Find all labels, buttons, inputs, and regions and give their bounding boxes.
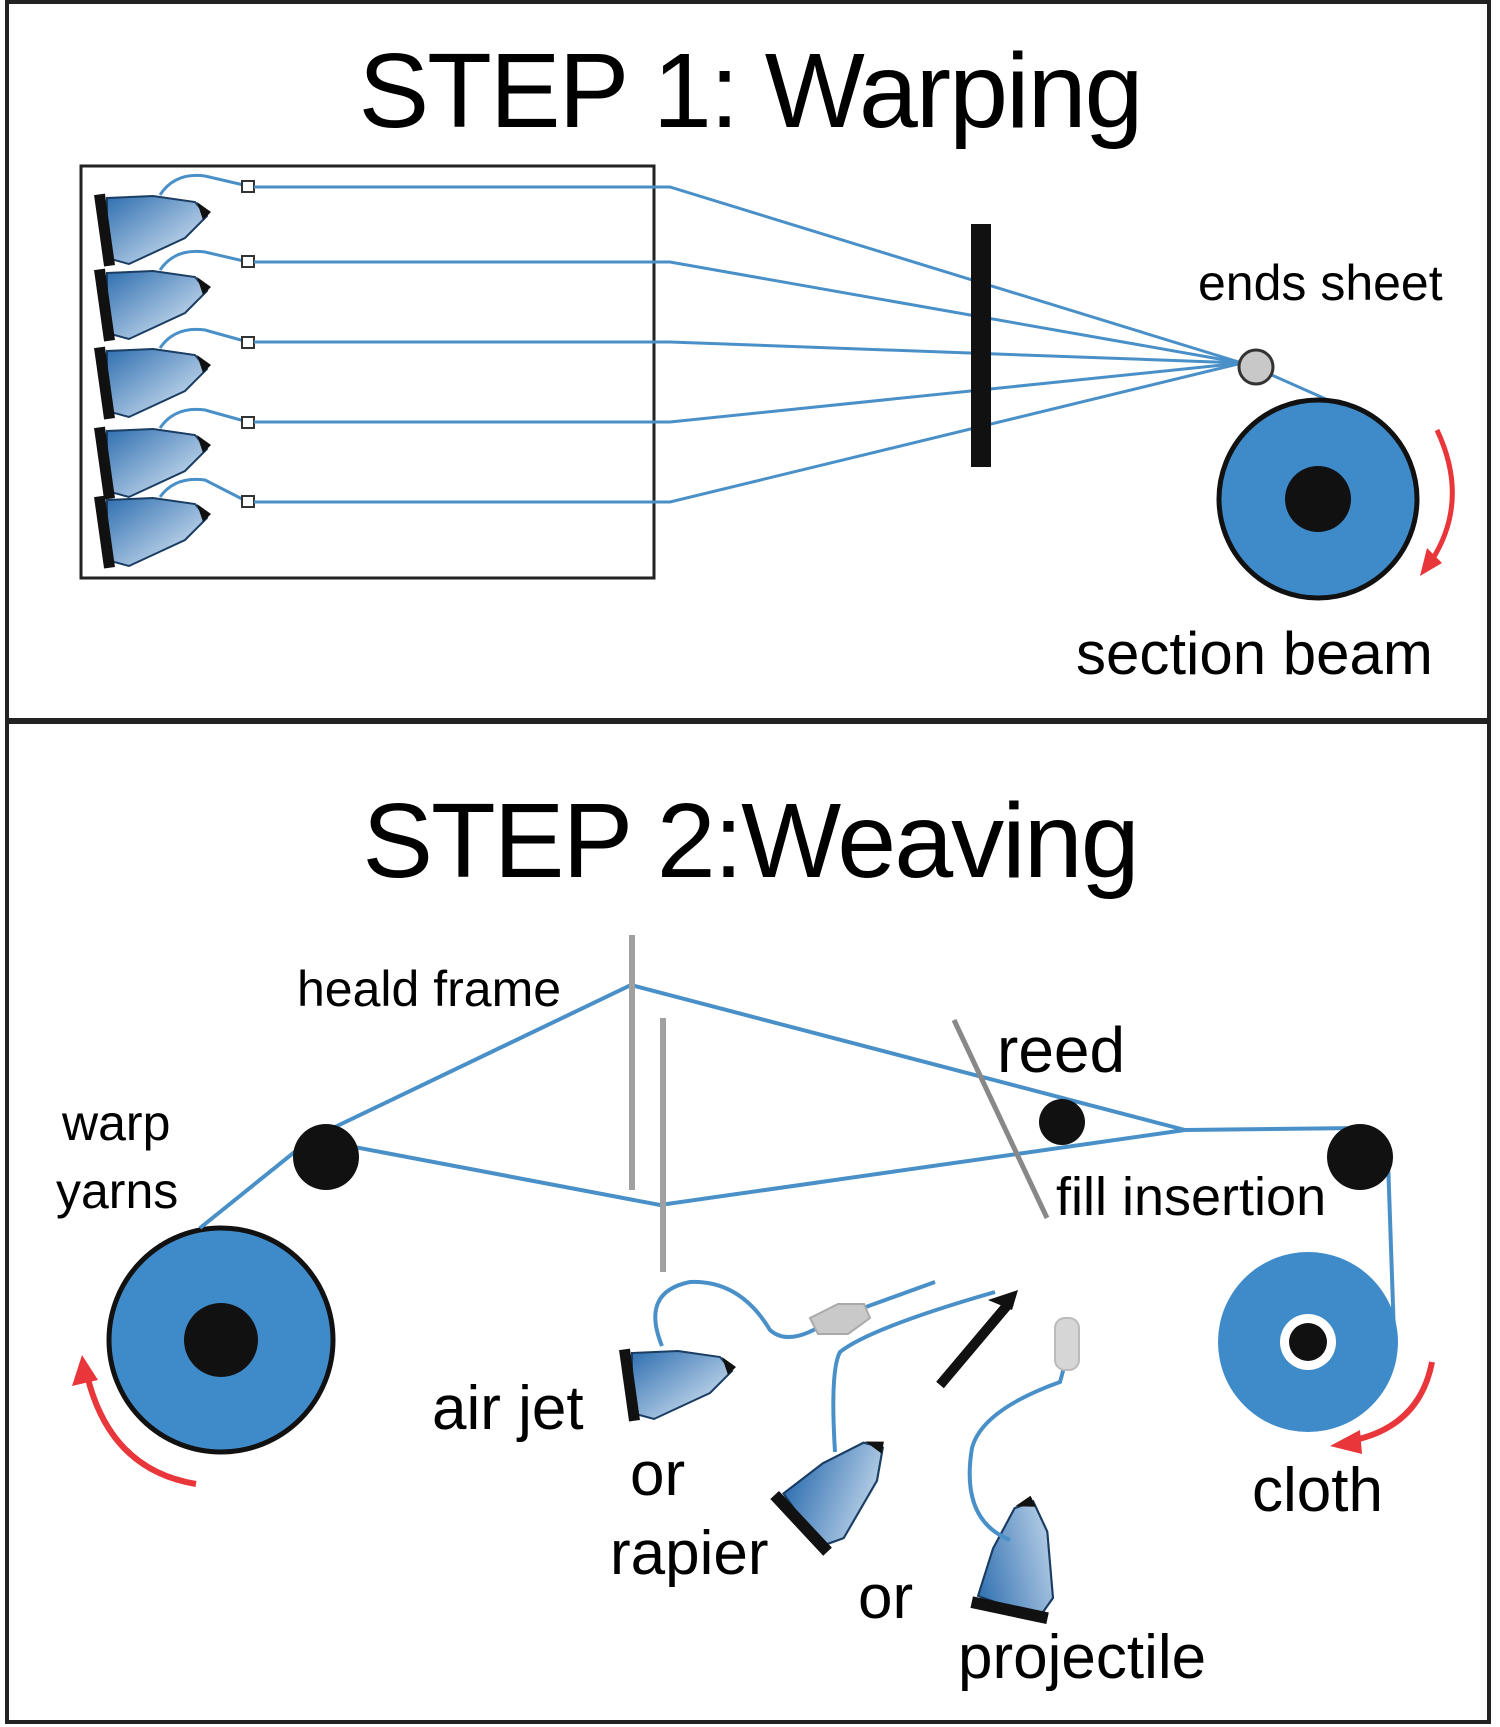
- creel-frame: [79, 164, 656, 580]
- step1-title: STEP 1: Warping: [358, 32, 1143, 150]
- bobbin-yarn-loop: [158, 173, 249, 196]
- ends-sheet-label: ends sheet: [1198, 255, 1443, 311]
- or-label-1: or: [630, 1440, 686, 1509]
- reed: [951, 1018, 1050, 1220]
- section-beam-hub: [1285, 466, 1351, 532]
- breast-roller: [1039, 1099, 1085, 1145]
- warp-end-line: [254, 361, 1243, 504]
- bobbin-yarn-loop: [158, 407, 249, 429]
- air-jet-device: [618, 1279, 936, 1423]
- cloth-roll-hub: [1289, 1323, 1327, 1361]
- cloth-label: cloth: [1252, 1456, 1383, 1525]
- ends-sheet-roller: [1237, 348, 1275, 386]
- or-label-2: or: [858, 1563, 914, 1632]
- warp-end-line: [254, 185, 1243, 365]
- warp-yarns-label-line1: warp: [62, 1095, 171, 1151]
- cloth-roll-rotation-arrow: [1330, 1361, 1435, 1454]
- bobbin-yarn-loop: [158, 249, 249, 271]
- air-jet-label: air jet: [432, 1374, 584, 1443]
- section-beam-label: section beam: [1076, 620, 1433, 687]
- back-roller: [293, 1124, 359, 1190]
- fill-insertion-label: fill insertion: [1056, 1167, 1327, 1227]
- warp-yarns-label-line2: yarns: [56, 1163, 179, 1219]
- projectile-label: projectile: [958, 1623, 1207, 1692]
- rapier-yarn: [831, 1290, 996, 1453]
- bobbin-yarn-loop: [158, 327, 249, 349]
- section-beam-rotation-arrow: [1420, 428, 1455, 576]
- front-yarn-cloth: [1184, 1126, 1363, 1132]
- front-roller: [1327, 1124, 1393, 1190]
- air-jet-yarn: [653, 1279, 936, 1347]
- rapier-head-icon: [988, 1290, 1018, 1310]
- warp-end-line: [254, 260, 1243, 365]
- rapier-label: rapier: [610, 1519, 769, 1588]
- heald-frame-label: heald frame: [297, 961, 562, 1017]
- step1-panel: [5, 0, 1491, 724]
- reed-label: reed: [997, 1014, 1126, 1086]
- warp-beam-hub: [184, 1303, 258, 1377]
- rapier-rod-icon: [936, 1298, 1014, 1389]
- warp-ends: [254, 185, 1329, 504]
- bobbin-yarn-loop: [158, 477, 249, 504]
- projectile-icon: [1054, 1317, 1080, 1371]
- comb-guide-bar: [971, 224, 991, 467]
- warp-end-line: [254, 361, 1243, 424]
- step2-title: STEP 2:Weaving: [362, 782, 1139, 900]
- step2-panel: [5, 718, 1491, 1724]
- projectile-device: [967, 1317, 1087, 1636]
- warp-end-line: [254, 340, 1243, 365]
- air-jet-nozzle-icon: [808, 1303, 872, 1335]
- projectile-yarn: [967, 1359, 1068, 1542]
- warp-beam-rotation-arrow: [72, 1355, 197, 1487]
- rapier-device: [768, 1290, 1018, 1564]
- cloth-to-cloth-roll: [1386, 1159, 1396, 1336]
